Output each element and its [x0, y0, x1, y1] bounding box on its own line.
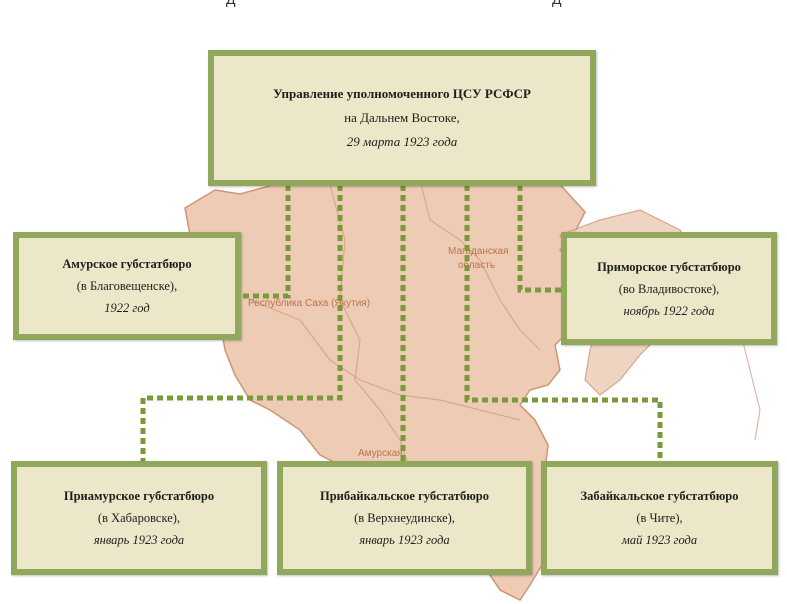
box-location: на Дальнем Востоке, — [344, 110, 460, 125]
map-region-shape — [329, 184, 411, 471]
map-label-magadan-2: область — [458, 260, 496, 271]
box-location: (в Хабаровске), — [97, 511, 181, 525]
box-date: январь 1923 года — [93, 533, 185, 547]
box-primorye-bureau: Приморское губстатбюро (во Владивостоке)… — [561, 232, 777, 345]
map-region-shape — [419, 179, 541, 351]
box-date: 1922 год — [104, 301, 150, 315]
map-label-yakutia: Республика Саха (Якутия) — [248, 298, 371, 309]
box-date: 29 марта 1923 года — [346, 134, 458, 149]
connector-zabaikal — [464, 185, 663, 462]
box-title: Приморское губстатбюро — [597, 259, 741, 274]
box-date: ноябрь 1922 года — [623, 303, 715, 318]
box-title: Приамурское губстатбюро — [63, 489, 215, 503]
box-zabaikal-bureau: Забайкальское губстатбюро (в Чите), май … — [541, 461, 778, 575]
box-date: январь 1923 года — [359, 533, 450, 547]
box-title: Амурское губстатбюро — [62, 257, 192, 271]
box-pribaikal-bureau: Прибайкальское губстатбюро (в Верхнеудин… — [277, 461, 532, 575]
box-title: Забайкальское губстатбюро — [580, 489, 739, 503]
connector-primorye — [517, 185, 562, 293]
map-region-shape — [249, 299, 521, 421]
box-central-administration: Управление уполномоченного ЦСУ РСФСР на … — [208, 50, 596, 186]
box-location: (в Верхнеудинске), — [354, 511, 455, 525]
top-cropped-title: Д Д — [0, 0, 787, 34]
title-fragment-right: Д — [552, 0, 562, 7]
box-date: май 1923 года — [621, 533, 698, 547]
title-fragment-left: Д — [226, 0, 236, 7]
map-label-magadan: Магаданская — [448, 246, 509, 257]
map-label-amur: Амурская — [358, 448, 403, 459]
box-location: (в Благовещенске), — [76, 279, 178, 293]
connector-amur — [242, 185, 291, 299]
box-location: (в Чите), — [636, 511, 683, 525]
box-title: Прибайкальское губстатбюро — [319, 489, 489, 503]
box-amur-bureau: Амурское губстатбюро (в Благовещенске), … — [13, 232, 241, 340]
connector-priamur — [140, 185, 343, 462]
box-title: Управление уполномоченного ЦСУ РСФСР — [273, 86, 531, 101]
box-priamur-bureau: Приамурское губстатбюро (в Хабаровске), … — [11, 461, 267, 575]
box-location: (во Владивостоке), — [618, 281, 720, 296]
